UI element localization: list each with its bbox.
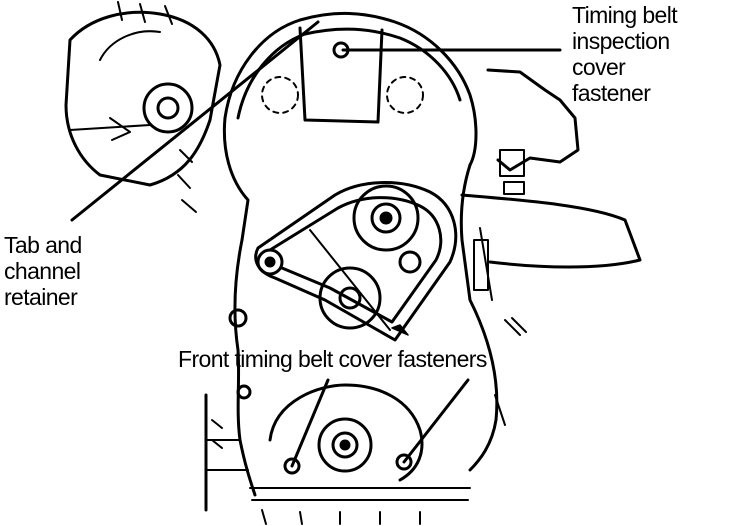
timing-belt [254, 181, 458, 342]
left-engine-components [64, 1, 222, 213]
crankshaft-pulley [317, 417, 373, 473]
tab-and-channel-retainer-label: Tab and channel retainer [4, 232, 82, 310]
front-fastener-leader-line-left [290, 378, 330, 468]
inspection-cover [298, 26, 384, 124]
timing-belt-inspection-cover-fastener-label: Timing belt inspection cover fastener [572, 2, 678, 106]
right-bracket [499, 149, 525, 177]
right-engine-components [460, 68, 642, 426]
camshaft-sprocket [352, 184, 420, 252]
front-timing-belt-cover-fasteners-label: Front timing belt cover fasteners [178, 346, 487, 372]
idler-pulley [318, 266, 382, 330]
cover-outline [204, 116, 499, 512]
front-fastener-leader-line-right [402, 378, 470, 464]
upper-timing-cover [223, 12, 478, 167]
tab-channel-leader-line [70, 20, 320, 222]
lower-fastener-left [283, 457, 301, 475]
lower-timing-cover [228, 308, 471, 525]
lower-fastener-right [395, 453, 413, 471]
tensioner-pulley [256, 248, 284, 276]
leader-lines [70, 20, 562, 468]
left-pulley [142, 82, 194, 134]
